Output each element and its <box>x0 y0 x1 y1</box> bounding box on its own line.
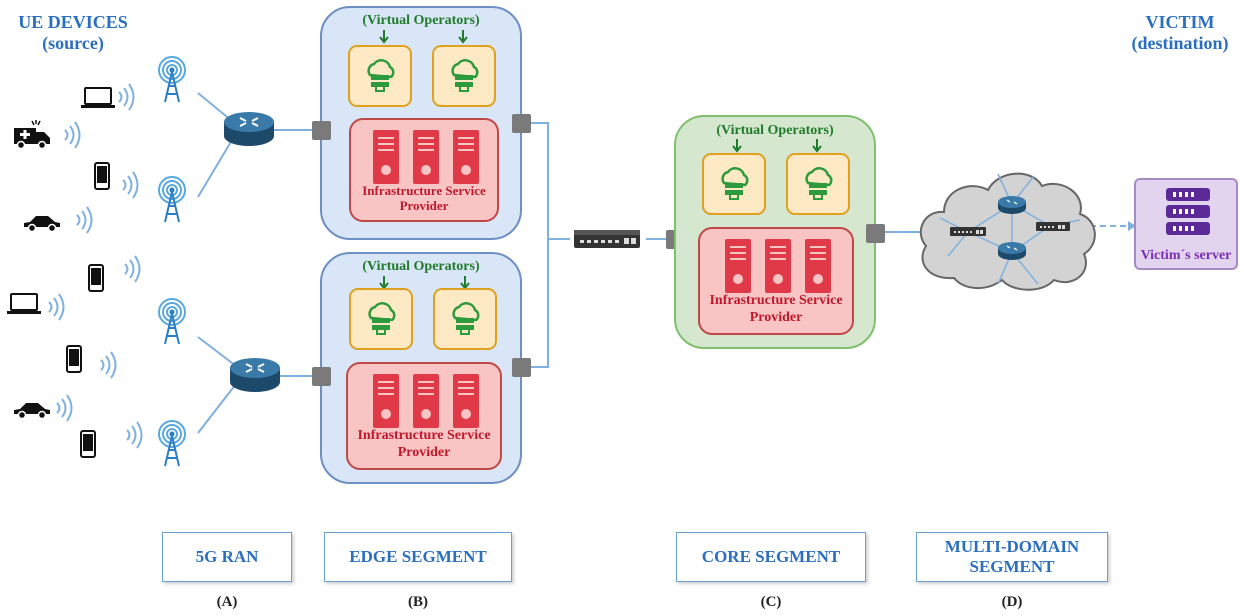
smartphone-icon <box>94 162 110 190</box>
isp-label-line2: Provider <box>399 198 449 214</box>
infrastructure-service-provider-box: Infrastructure Service Provider <box>346 362 502 470</box>
antenna-tower-icon <box>158 420 186 467</box>
cloud-server-icon <box>368 302 396 335</box>
cloud-server-icon <box>452 302 480 335</box>
isp-label-line2: Provider <box>397 445 451 461</box>
segment-label-text: CORE SEGMENT <box>701 546 841 566</box>
segment-label-text: 5G RAN <box>195 546 259 566</box>
virtual-operators-label: (Virtual Operators) <box>362 13 480 28</box>
segment-letter: (C) <box>760 594 782 610</box>
isp-label: Infrastructure Service Provider <box>700 293 852 327</box>
victim-server-label: Victim´s server <box>1140 248 1232 263</box>
edge-top-egress-port <box>512 114 531 133</box>
isp-label: Infrastructure Service Provider <box>348 428 500 462</box>
smartphone-icon <box>88 264 104 292</box>
segment-letter: (A) <box>216 594 238 610</box>
router-icon <box>224 112 274 146</box>
segment-label-edge: EDGE SEGMENT <box>324 532 512 582</box>
isp-label-line1: Infrastructure Service <box>362 182 486 198</box>
arrow-down-icon <box>812 139 822 153</box>
edge-bottom-ingress-port <box>312 367 331 386</box>
virtual-operator-box <box>349 288 413 350</box>
antenna-tower-icon <box>158 176 186 223</box>
edge-segment-bottom-panel: (Virtual Operators) Infrastructure Servi… <box>320 252 522 484</box>
arrow-down-icon <box>732 139 742 153</box>
cloud-server-icon <box>367 59 395 92</box>
car-icon <box>24 216 60 233</box>
network-switch-icon <box>574 230 640 248</box>
wifi-signal-icon <box>122 171 139 199</box>
virtual-operator-box <box>348 45 412 107</box>
server-rack-icon <box>373 374 479 428</box>
isp-label-line2: Provider <box>749 310 803 326</box>
antenna-tower-icon <box>158 298 186 345</box>
cloud-server-icon <box>721 167 749 200</box>
edge-bottom-egress-port <box>512 358 531 377</box>
wifi-signal-icon <box>56 394 73 422</box>
arrow-down-icon <box>379 30 389 44</box>
segment-label-text: EDGE SEGMENT <box>349 546 487 566</box>
victim-title-line1: VICTIM <box>1145 12 1215 32</box>
virtual-operator-box <box>702 153 766 215</box>
edge-top-ingress-port <box>312 121 331 140</box>
segment-letter: (B) <box>408 594 428 610</box>
smartphone-icon <box>80 430 96 458</box>
isp-label-line1: Infrastructure Service <box>357 428 491 444</box>
infrastructure-service-provider-box: Infrastructure Service Provider <box>349 118 499 222</box>
server-rack-icon <box>373 130 479 184</box>
wifi-signal-icon <box>48 293 65 321</box>
cloud-server-icon <box>805 167 833 200</box>
virtual-operator-box <box>433 288 497 350</box>
wifi-signal-icon <box>100 351 117 379</box>
virtual-operator-box <box>432 45 496 107</box>
cloud-router-icon <box>998 196 1026 214</box>
cloud-router-icon <box>998 242 1026 260</box>
arrow-down-icon <box>458 30 468 44</box>
segment-label-5g-ran: 5G RAN <box>162 532 292 582</box>
victim-title: VICTIM (destination) <box>1116 12 1244 53</box>
ue-devices-title-line1: UE DEVICES <box>18 12 128 32</box>
edge-segment-top-panel: (Virtual Operators) Infrastructure Servi… <box>320 6 522 240</box>
victim-title-line2: (destination) <box>1131 32 1229 53</box>
segment-label-text: MULTI-DOMAIN SEGMENT <box>944 536 1080 576</box>
cloud-switch-icon <box>1036 222 1070 231</box>
virtual-operators-label: (Virtual Operators) <box>716 123 834 138</box>
core-segment-panel: (Virtual Operators) Infrastructure Servi… <box>674 115 876 349</box>
wifi-signal-icon <box>64 121 81 149</box>
isp-label: Infrastructure Service Provider <box>351 183 497 214</box>
server-icon <box>1166 188 1210 235</box>
segment-letter: (D) <box>1001 594 1023 610</box>
wifi-signal-icon <box>76 206 93 234</box>
victim-server-box: Victim´s server <box>1134 178 1238 270</box>
segment-label-core: CORE SEGMENT <box>676 532 866 582</box>
infrastructure-service-provider-box: Infrastructure Service Provider <box>698 227 854 335</box>
laptop-icon <box>7 293 41 314</box>
core-egress-port <box>866 224 885 243</box>
wifi-signal-icon <box>118 83 135 111</box>
car-icon <box>14 403 50 420</box>
virtual-operator-box <box>786 153 850 215</box>
server-rack-icon <box>725 239 831 293</box>
isp-label-line1: Infrastructure Service <box>709 293 843 309</box>
cloud-switch-icon <box>950 227 986 236</box>
antenna-tower-icon <box>158 56 186 103</box>
smartphone-icon <box>66 345 82 373</box>
cloud-server-icon <box>451 59 479 92</box>
wifi-signal-icon <box>124 255 141 283</box>
router-icon <box>230 358 280 392</box>
laptop-icon <box>81 87 115 108</box>
ambulance-icon <box>14 120 50 150</box>
ue-devices-title: UE DEVICES (source) <box>8 12 138 53</box>
segment-label-multi-domain: MULTI-DOMAIN SEGMENT <box>916 532 1108 582</box>
ue-devices-title-line2: (source) <box>42 32 104 53</box>
wifi-signal-icon <box>126 421 143 449</box>
virtual-operators-label: (Virtual Operators) <box>362 259 480 274</box>
multi-domain-cloud <box>919 172 1096 291</box>
